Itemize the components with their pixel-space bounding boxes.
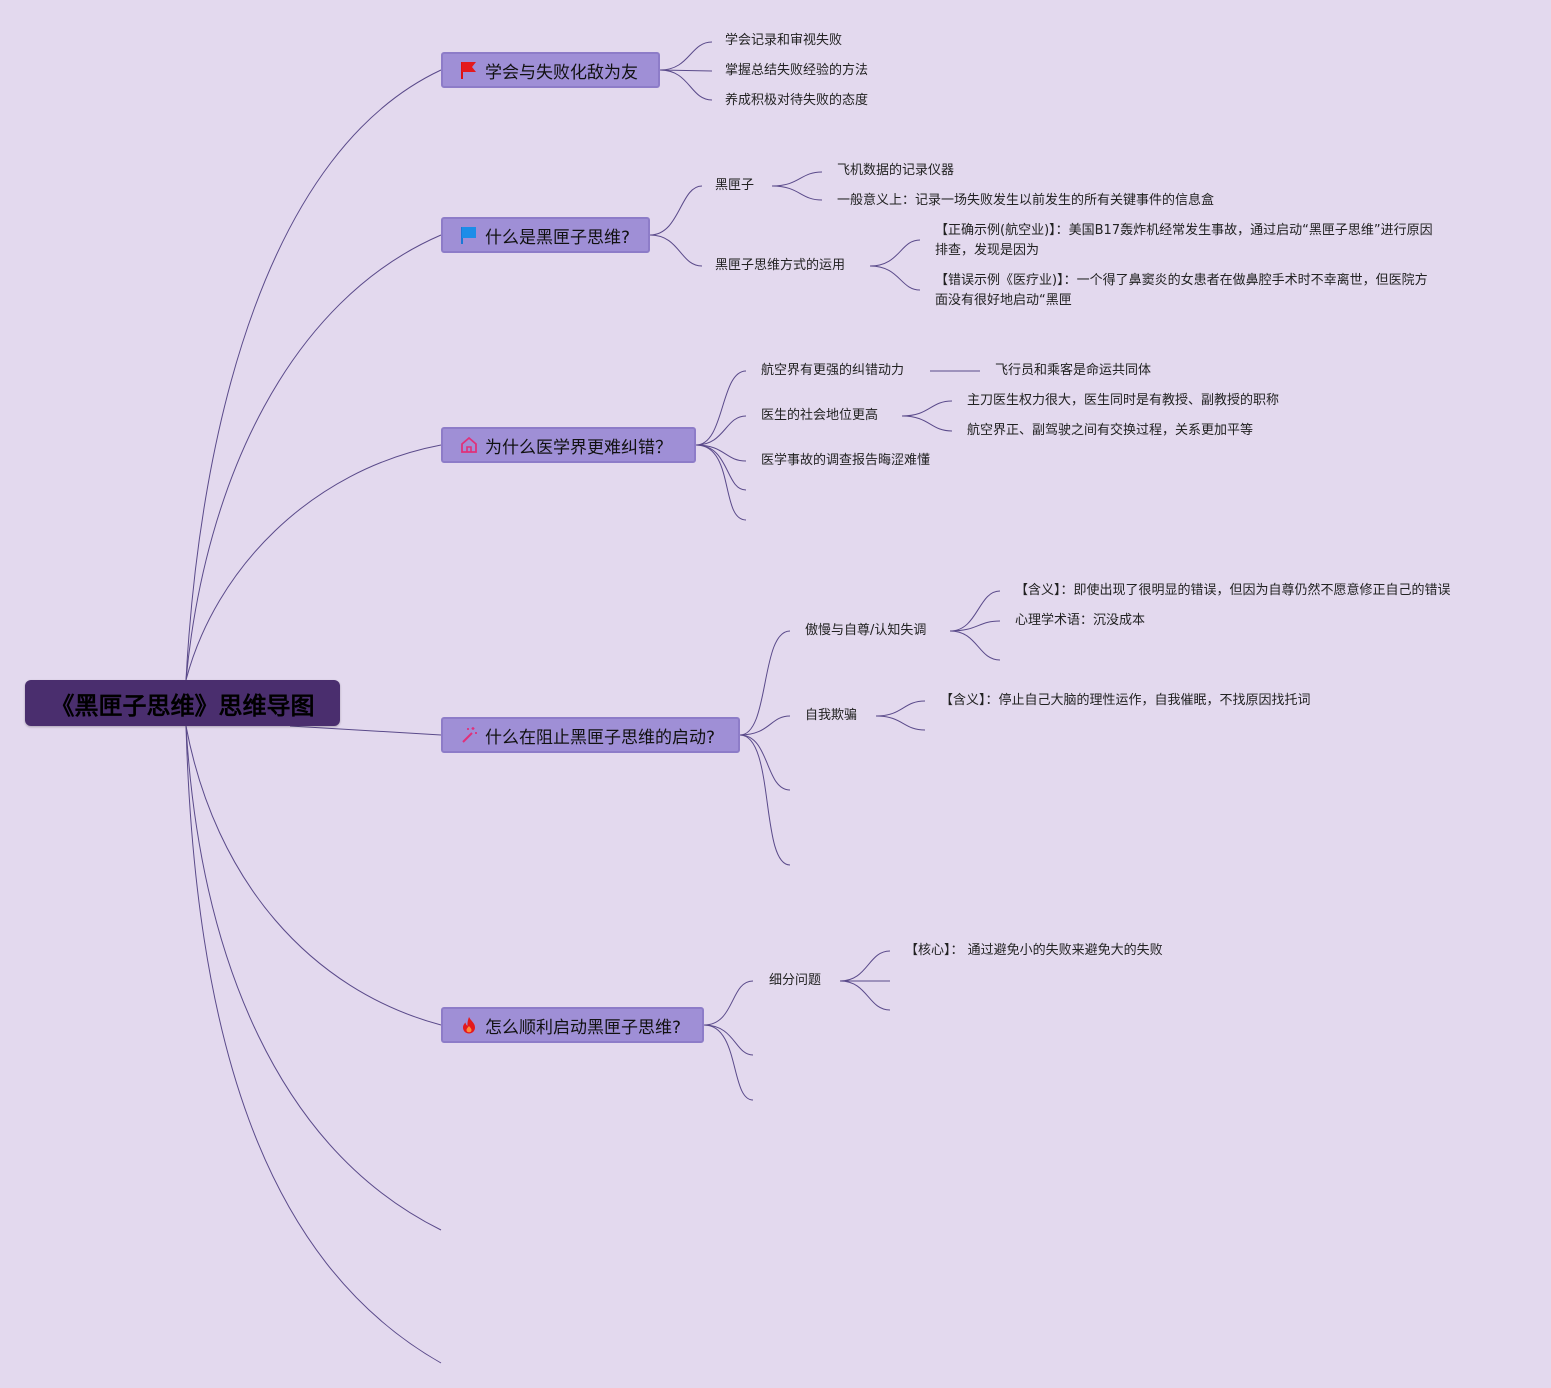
leaf-node[interactable]: 飞行员和乘客是命运共同体 — [995, 363, 1152, 378]
subtopic-node[interactable]: 细分问题 — [769, 973, 822, 988]
link-root-b3 — [185, 444, 442, 681]
home-icon — [459, 435, 479, 455]
leaf-node[interactable]: 学会记录和审视失败 — [725, 33, 843, 48]
link-root-b5 — [185, 725, 442, 1026]
leaf-node[interactable]: 掌握总结失败经验的方法 — [725, 63, 869, 78]
link-root-b1 — [185, 69, 442, 681]
root-title: 《黑匣子思维》思维导图 — [50, 691, 315, 720]
subtopic-node[interactable]: 自我欺骗 — [805, 708, 858, 723]
link-root-b4 — [289, 725, 442, 736]
magic-wand-icon — [459, 725, 479, 745]
branch-label: 为什么医学界更难纠错？ — [485, 437, 672, 458]
leaf-node[interactable]: 航空界正、副驾驶之间有交换过程，关系更加平等 — [967, 423, 1254, 438]
subtopic-node[interactable]: 傲慢与自尊/认知失调 — [805, 623, 927, 638]
root-node[interactable]: 《黑匣子思维》思维导图 — [25, 680, 340, 726]
link-root-b2 — [185, 234, 442, 681]
subtopic-node[interactable]: 黑匣子 — [715, 178, 755, 193]
leaf-node[interactable]: 心理学术语：沉没成本 — [1015, 613, 1146, 628]
red-flag-icon — [459, 60, 479, 80]
branch-node-what-blocks[interactable]: 什么在阻止黑匣子思维的启动? — [441, 717, 740, 753]
link-root-empty2 — [185, 725, 442, 1364]
leaf-node[interactable]: 【含义】：即使出现了很明显的错误，但因为自尊仍然不愿意修正自己的错误 — [1015, 583, 1451, 598]
link-root-empty1 — [185, 725, 442, 1231]
subtopic-node[interactable]: 医生的社会地位更高 — [761, 408, 879, 423]
branch-label: 学会与失败化敌为友 — [485, 62, 638, 83]
leaf-node[interactable]: 【核心】： 通过避免小的失败来避免大的失败 — [905, 943, 1163, 958]
leaf-node[interactable]: 飞机数据的记录仪器 — [837, 163, 955, 178]
fire-icon — [459, 1015, 479, 1035]
leaf-node[interactable]: 【含义】：停止自己大脑的理性运作，自我催眠，不找原因找托词 — [940, 693, 1311, 708]
branch-node-fail-as-friend[interactable]: 学会与失败化敌为友 — [441, 52, 660, 88]
blue-flag-icon — [459, 225, 479, 245]
leaf-node[interactable]: 【正确示例(航空业)】：美国B17轰炸机经常发生事故，通过启动“黑匣子思维”进行… — [935, 223, 1433, 258]
branch-node-how-to-start[interactable]: 怎么顺利启动黑匣子思维? — [441, 1007, 704, 1043]
subtopic-node[interactable]: 航空界有更强的纠错动力 — [761, 363, 905, 378]
leaf-node[interactable]: 【错误示例《医疗业)】：一个得了鼻窦炎的女患者在做鼻腔手术时不幸离世，但医院方面… — [935, 273, 1428, 308]
branch-label: 什么是黑匣子思维? — [485, 227, 631, 248]
branch-node-why-medical[interactable]: 为什么医学界更难纠错？ — [441, 427, 696, 463]
leaf-node[interactable]: 一般意义上：记录一场失败发生以前发生的所有关键事件的信息盒 — [837, 193, 1215, 208]
subtopic-node[interactable]: 黑匣子思维方式的运用 — [715, 258, 846, 273]
subtopic-node[interactable]: 医学事故的调查报告晦涩难懂 — [761, 453, 931, 468]
branch-label: 怎么顺利启动黑匣子思维? — [485, 1017, 682, 1038]
leaf-node[interactable]: 主刀医生权力很大，医生同时是有教授、副教授的职称 — [967, 393, 1280, 408]
leaf-node[interactable]: 养成积极对待失败的态度 — [725, 93, 869, 108]
branch-label: 什么在阻止黑匣子思维的启动? — [485, 727, 716, 748]
branch-node-what-is[interactable]: 什么是黑匣子思维? — [441, 217, 650, 253]
